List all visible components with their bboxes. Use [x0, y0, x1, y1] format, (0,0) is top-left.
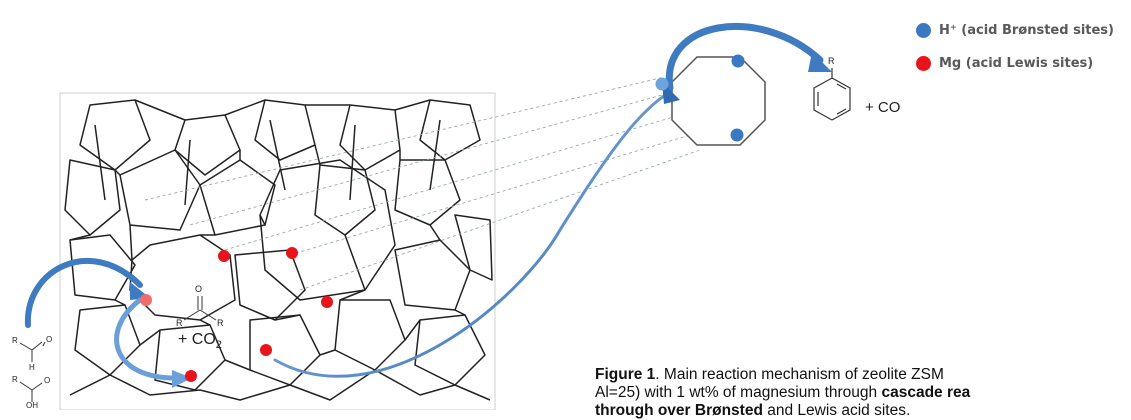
caption-bold-1: cascade rea [881, 384, 971, 401]
caption-text-3: and Lewis acid sites. [762, 402, 911, 419]
aldehyde-acid-structures [19, 341, 46, 402]
bronsted-legend-label: H⁺ (acid Brønsted sites) [939, 23, 1114, 38]
bronsted-site [731, 54, 745, 68]
acid-sites [140, 54, 745, 382]
acid-oh-label: OH [26, 401, 38, 410]
lewis-site [260, 344, 272, 356]
arrow-top-ring-head [808, 52, 832, 72]
ketone-r-right-label: R [217, 318, 224, 328]
lewis-site [218, 250, 230, 262]
ketone-o-label: O [195, 284, 203, 294]
arrow-long [273, 90, 672, 378]
legend-bronsted: H⁺ (acid Brønsted sites) [916, 23, 1114, 38]
acid-o-label: O [44, 376, 51, 385]
zeolite-ring-octagon [671, 56, 766, 146]
reaction-arrows [24, 23, 832, 388]
arrow-left-bottom-head [172, 370, 192, 388]
zeolite-framework [59, 92, 496, 410]
arrow-left-bottom [114, 297, 183, 381]
aldehyde-o-label: O [46, 335, 53, 344]
caption-text-2: Al=25) with 1 wt% of magnesium through [595, 384, 882, 401]
caption-text-1: . Main reaction mechanism of zeolite ZSM [655, 366, 944, 383]
lewis-site [140, 294, 152, 306]
acid-r-label: R [12, 375, 18, 384]
caption-bold-2: through over Brønsted [595, 402, 763, 419]
figure-label: Figure 1 [595, 366, 656, 383]
aromatic-product [813, 68, 851, 121]
ketone-r-left-label: R [176, 318, 183, 328]
arrow-top-ring [665, 23, 824, 92]
co2-label: + CO2 [178, 331, 222, 352]
lewis-site [286, 247, 298, 259]
zeolite-mechanism-diagram [19, 23, 851, 410]
bronsted-site [730, 128, 744, 142]
projection-lines [144, 77, 701, 291]
bronsted-legend-marker [916, 23, 931, 38]
aldehyde-h-label: H [29, 363, 35, 372]
benzene-r-label: R [828, 56, 835, 66]
lewis-site [321, 296, 333, 308]
lewis-legend-label: Mg (acid Lewis sites) [939, 56, 1094, 71]
co-label: + CO [865, 99, 901, 116]
figure-caption: Figure 1. Main reaction mechanism of zeo… [595, 366, 1131, 420]
lewis-site [185, 370, 197, 382]
ketone-structure [183, 296, 217, 321]
legend-lewis: Mg (acid Lewis sites) [916, 56, 1093, 71]
bronsted-site [655, 77, 669, 91]
aldehyde-r-label: R [12, 336, 18, 345]
lewis-legend-marker [916, 56, 931, 71]
arrow-left-top [24, 257, 143, 328]
